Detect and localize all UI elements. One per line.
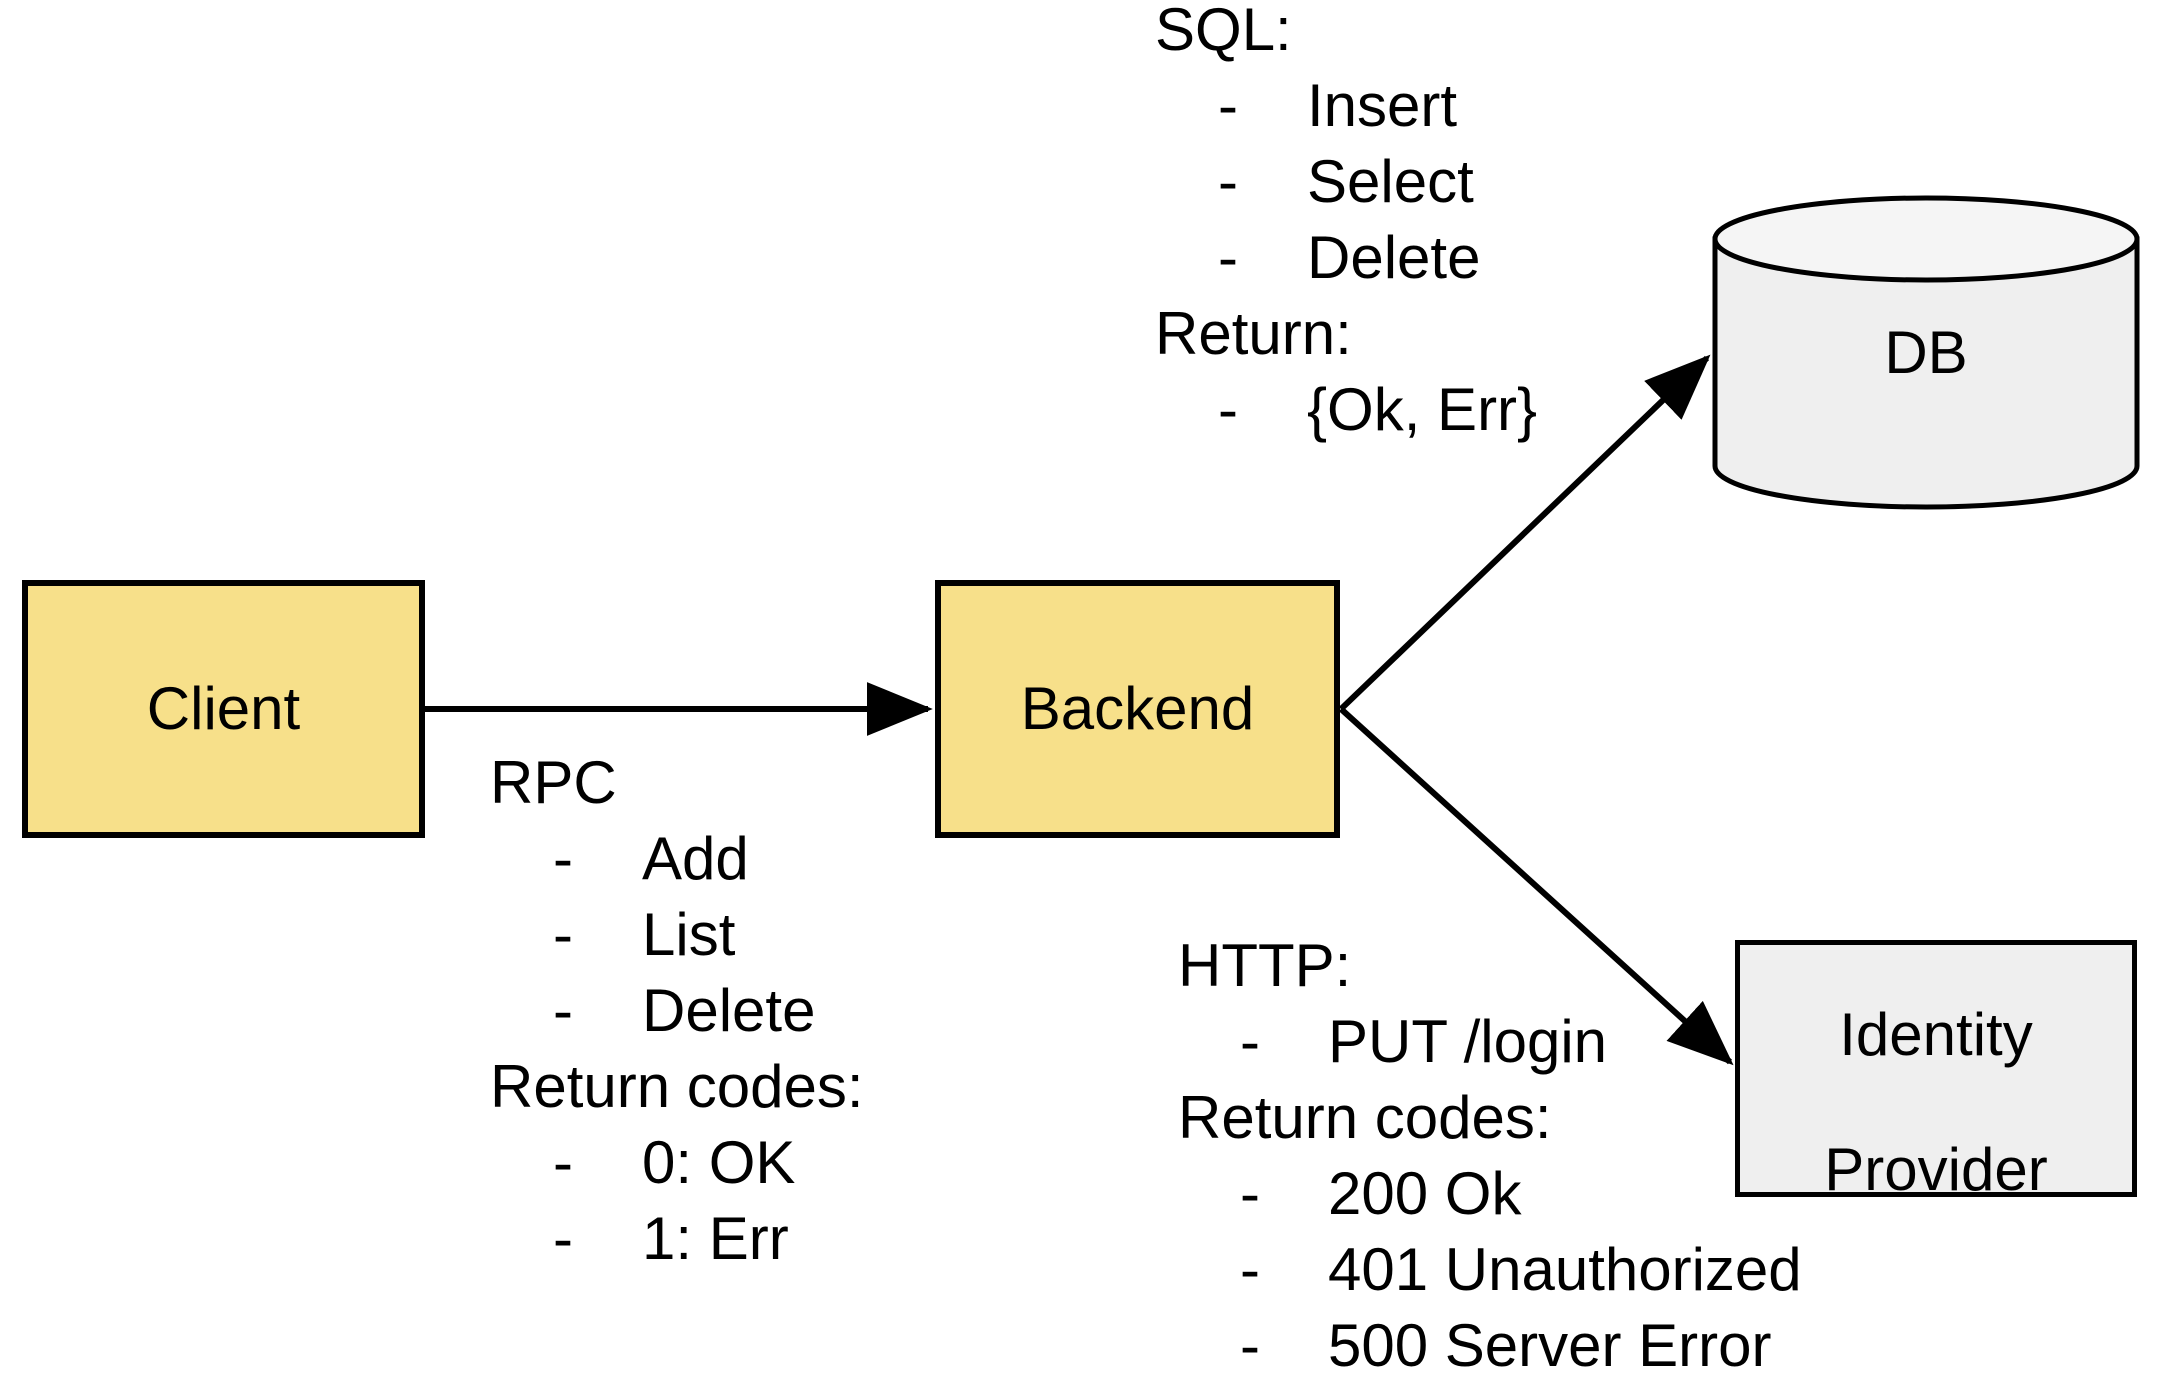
bullet-dash: - [1218,376,1238,443]
annotation-rpc-heading: RPC [490,749,617,816]
node-identity-provider-label: Identity Provider [1824,934,2047,1203]
annotation-rpc-return-0: - 0: OK [490,1125,864,1201]
annotation-rpc-item-0: - Add [490,821,864,897]
node-idp-label-line1: Identity [1839,1001,2033,1069]
annotation-http-return-1-text: 401 Unauthorized [1328,1236,1802,1303]
annotation-sql-item-1: - Select [1155,144,1474,220]
bullet-dash: - [1218,72,1238,139]
annotation-rpc-subheading: Return codes: [490,1053,864,1120]
annotation-sql-item-2-text: Delete [1307,224,1481,291]
annotation-sql-item-0: - Insert [1155,68,1457,144]
annotation-http-return-0: - 200 Ok [1178,1156,1552,1232]
annotation-sql-heading: SQL: [1155,0,1292,63]
annotation-http-subheading: Return codes: [1178,1084,1552,1151]
annotation-http-heading: HTTP: [1178,932,1352,999]
annotation-http-return-0-text: 200 Ok [1328,1160,1522,1227]
bullet-dash: - [553,1129,573,1196]
annotation-rpc-item-1: - List [490,897,864,973]
bullet-dash: - [553,825,573,892]
node-client[interactable]: Client [22,580,425,838]
bullet-dash: - [1240,1312,1260,1379]
annotation-http-item-0-text: PUT /login [1328,1008,1608,1075]
bullet-dash: - [1240,1236,1260,1303]
bullet-dash: - [1218,148,1238,215]
bullet-dash: - [553,977,573,1044]
bullet-dash: - [1240,1160,1260,1227]
annotation-rpc: RPC - Add - List - Delete Return codes: … [490,745,864,1277]
annotation-rpc-return-1-text: 1: Err [642,1205,789,1272]
annotation-sql-item-1-text: Select [1307,148,1474,215]
cylinder-shape [1712,195,2140,510]
annotation-sql-return-0-text: {Ok, Err} [1307,376,1538,443]
annotation-rpc-item-2-text: Delete [642,977,816,1044]
annotation-sql-subheading: Return: [1155,300,1352,367]
bullet-dash: - [553,1205,573,1272]
annotation-rpc-return-1: - 1: Err [490,1201,864,1277]
node-client-label: Client [146,675,301,743]
annotation-sql-item-0-text: Insert [1307,72,1458,139]
annotation-http: HTTP: - PUT /login Return codes: - 200 O… [1178,928,1802,1384]
annotation-http-return-2: - 500 Server Error [1178,1308,1772,1384]
annotation-http-return-2-text: 500 Server Error [1328,1312,1772,1379]
annotation-rpc-return-0-text: 0: OK [642,1129,796,1196]
bullet-dash: - [553,901,573,968]
annotation-http-item-0: - PUT /login [1178,1004,1607,1080]
node-identity-provider[interactable]: Identity Provider [1735,940,2137,1203]
annotation-rpc-item-1-text: List [642,901,736,968]
bullet-dash: - [1240,1008,1260,1075]
annotation-rpc-item-2: - Delete [490,973,864,1049]
annotation-sql-item-2: - Delete [1155,220,1480,296]
node-backend-label: Backend [1020,675,1255,743]
node-db[interactable]: DB [1712,195,2140,510]
node-idp-label-line2: Provider [1824,1135,2048,1203]
node-db-label: DB [1884,319,1968,386]
annotation-sql-return-0: - {Ok, Err} [1155,372,1537,448]
node-db-label-wrap: DB [1712,195,2140,510]
node-backend[interactable]: Backend [935,580,1340,838]
bullet-dash: - [1218,224,1238,291]
annotation-http-return-1: - 401 Unauthorized [1178,1232,1802,1308]
annotation-rpc-item-0-text: Add [642,825,749,892]
annotation-sql: SQL: - Insert - Select - Delete Return: … [1155,0,1537,448]
